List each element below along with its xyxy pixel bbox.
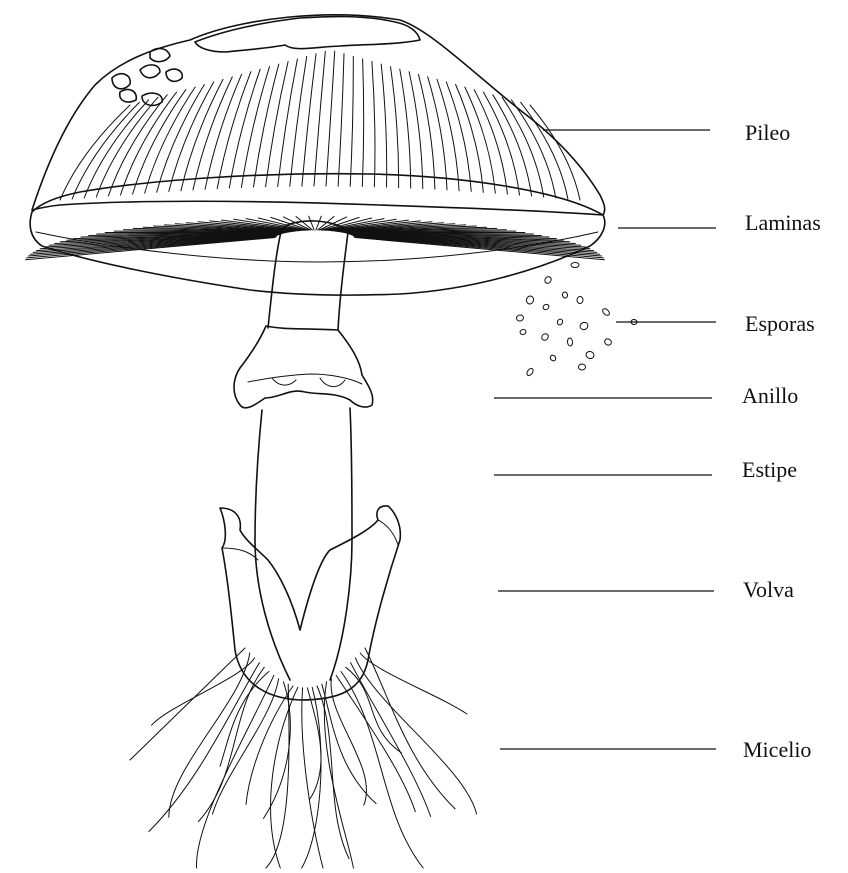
spore (585, 351, 595, 360)
cap-streak (338, 54, 344, 186)
label-pileo: Pileo (745, 120, 790, 145)
cap-streak (362, 59, 363, 187)
mycelium-strand (196, 675, 273, 868)
label-anillo: Anillo (742, 383, 798, 408)
cap-streak (314, 51, 325, 186)
cap-streak (437, 79, 459, 190)
stem-illustration (255, 221, 352, 680)
ring-illustration (234, 326, 373, 408)
spore (516, 314, 524, 321)
cap-streak (217, 72, 251, 189)
spore (542, 303, 550, 310)
cap-illustration (32, 15, 605, 215)
cap-streak (391, 67, 399, 188)
mycelium-strand (365, 648, 455, 809)
cap-streak (493, 95, 532, 196)
label-volva: Volva (743, 577, 794, 602)
spores-illustration (516, 263, 637, 377)
spore (567, 338, 573, 346)
cap-streak (169, 82, 214, 191)
cap-streak (484, 92, 520, 195)
mycelium-strand (351, 663, 431, 817)
cap-streak (350, 56, 353, 186)
cap-streak (409, 72, 423, 189)
label-micelio: Micelio (743, 737, 811, 762)
volva-illustration (220, 506, 400, 700)
label-estipe: Estipe (742, 457, 797, 482)
spore (571, 263, 579, 268)
spore (525, 295, 534, 305)
mycelium-strand (336, 675, 415, 811)
label-laminas: Laminas (745, 210, 821, 235)
mycelium-strand (307, 688, 321, 800)
spore (519, 329, 526, 336)
spore (543, 275, 552, 284)
spore (579, 321, 589, 331)
cap-streak (446, 82, 471, 191)
cap-streak (530, 105, 580, 200)
mycelium-strand (355, 658, 476, 814)
mycelium-strand (331, 679, 366, 805)
label-esporas: Esporas (745, 311, 815, 336)
spore (603, 338, 612, 347)
cap-streak (400, 69, 411, 188)
gills-illustration (30, 174, 605, 296)
cap-streak (418, 74, 435, 189)
spore (577, 296, 584, 303)
cap-streak (108, 95, 167, 196)
mycelium-strand (271, 687, 298, 868)
spore (540, 332, 549, 341)
cap-streak (278, 59, 298, 187)
mycelium-strand (152, 658, 255, 725)
cap-streaks (60, 51, 580, 200)
spore (601, 307, 610, 316)
cap-streak (145, 87, 195, 193)
mycelium-strand (130, 648, 245, 760)
mycelium-strand (302, 687, 321, 868)
spore (578, 364, 585, 370)
mycelium-strand (246, 686, 293, 804)
cap-streak (372, 62, 375, 187)
mycelium-strand (360, 653, 467, 714)
spore (526, 367, 535, 376)
mycelium-strand (198, 667, 264, 821)
mycelium-strand (169, 653, 250, 817)
gill-lines (26, 216, 605, 260)
cap-streak (205, 74, 242, 189)
cap-streak (266, 62, 289, 187)
spore (556, 318, 563, 326)
spore (549, 354, 557, 362)
cap-streak (381, 64, 386, 187)
spore (562, 291, 568, 298)
mycelium-illustration (130, 648, 477, 868)
cap-streak (326, 51, 335, 186)
